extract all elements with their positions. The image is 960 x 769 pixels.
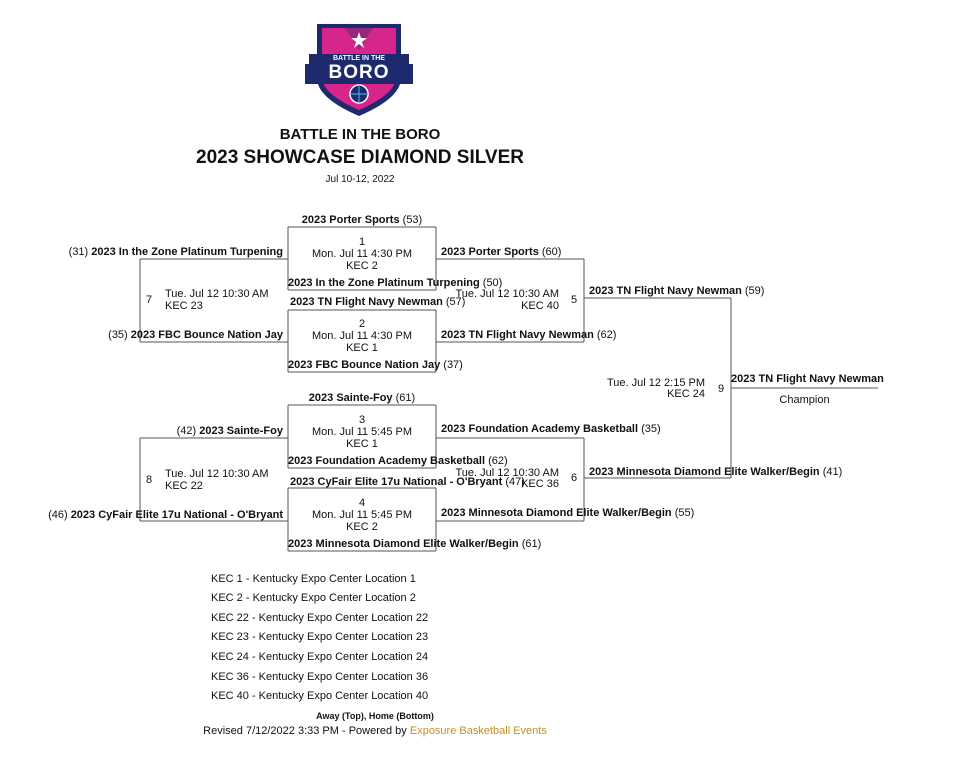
- game1-number: 1: [358, 236, 366, 248]
- game5-time: Tue. Jul 12 10:30 AM: [455, 288, 559, 300]
- game4-number: 4: [358, 497, 366, 509]
- legend-item: KEC 36 - Kentucky Expo Center Location 3…: [211, 671, 429, 683]
- game5-bottom-team[interactable]: 2023 TN Flight Navy Newman (62): [441, 329, 617, 341]
- exposure-link[interactable]: Exposure Basketball Events: [409, 725, 547, 737]
- game9-bottom-team[interactable]: 2023 Minnesota Diamond Elite Walker/Begi…: [589, 466, 843, 478]
- game7-top-team[interactable]: (31) 2023 In the Zone Platinum Turpening: [68, 246, 283, 258]
- game2-bottom-team[interactable]: 2023 FBC Bounce Nation Jay (37): [288, 359, 463, 371]
- game9-court: KEC 24: [667, 388, 705, 400]
- logo-line2: BORO: [328, 62, 390, 83]
- game9-number: 9: [718, 383, 725, 395]
- org-name: BATTLE IN THE BORO: [279, 126, 441, 143]
- game3-time: Mon. Jul 11 5:45 PM: [311, 426, 413, 438]
- game3-number: 3: [358, 414, 366, 426]
- game9-top-team[interactable]: 2023 TN Flight Navy Newman (59): [589, 285, 765, 297]
- revised-footer: Revised 7/12/2022 3:33 PM - Powered by E…: [203, 725, 547, 737]
- champion-team[interactable]: 2023 TN Flight Navy Newman: [731, 373, 884, 385]
- game4-top-team[interactable]: 2023 CyFair Elite 17u National - O'Bryan…: [290, 476, 525, 488]
- game3-court: KEC 1: [346, 438, 378, 450]
- game6-top-team[interactable]: 2023 Foundation Academy Basketball (35): [441, 423, 661, 435]
- logo-line1: BATTLE IN THE: [333, 55, 385, 62]
- legend-item: KEC 2 - Kentucky Expo Center Location 2: [211, 592, 416, 604]
- event-dates: Jul 10-12, 2022: [325, 174, 395, 185]
- game1-bottom-team[interactable]: 2023 In the Zone Platinum Turpening (50): [288, 277, 503, 289]
- legend-item: KEC 1 - Kentucky Expo Center Location 1: [211, 573, 416, 585]
- game1-top-team[interactable]: 2023 Porter Sports (53): [301, 214, 423, 226]
- game3-top-team[interactable]: 2023 Sainte-Foy (61): [308, 392, 416, 404]
- game5-top-team[interactable]: 2023 Porter Sports (60): [441, 246, 562, 258]
- game4-time: Mon. Jul 11 5:45 PM: [311, 509, 413, 521]
- game5-number: 5: [571, 294, 578, 306]
- game6-court: KEC 36: [521, 478, 559, 490]
- champion-label: Champion: [779, 394, 830, 406]
- game7-time: Tue. Jul 12 10:30 AM: [165, 288, 269, 300]
- game8-number: 8: [146, 474, 153, 486]
- page-title: 2023 SHOWCASE DIAMOND SILVER: [196, 147, 524, 168]
- legend-item: KEC 40 - Kentucky Expo Center Location 4…: [211, 690, 429, 702]
- legend-item: KEC 24 - Kentucky Expo Center Location 2…: [211, 651, 429, 663]
- game8-time: Tue. Jul 12 10:30 AM: [165, 468, 269, 480]
- game2-number: 2: [358, 318, 366, 330]
- game8-top-team[interactable]: (42) 2023 Sainte-Foy: [176, 425, 283, 437]
- game4-court: KEC 2: [346, 521, 378, 533]
- game7-bottom-team[interactable]: (35) 2023 FBC Bounce Nation Jay: [108, 329, 283, 341]
- game8-court: KEC 22: [165, 480, 203, 492]
- away-home-note: Away (Top), Home (Bottom): [316, 711, 434, 721]
- game3-bottom-team[interactable]: 2023 Foundation Academy Basketball (62): [288, 455, 508, 467]
- game2-time: Mon. Jul 11 4:30 PM: [311, 330, 413, 342]
- star-icon: [351, 32, 367, 48]
- game2-court: KEC 1: [346, 342, 378, 354]
- game1-court: KEC 2: [346, 260, 378, 272]
- game7-court: KEC 23: [165, 300, 203, 312]
- game9-time: Tue. Jul 12 2:15 PM: [606, 377, 705, 389]
- legend-item: KEC 23 - Kentucky Expo Center Location 2…: [211, 631, 429, 643]
- game6-time: Tue. Jul 12 10:30 AM: [455, 467, 559, 479]
- battle-in-the-boro-logo: [305, 24, 413, 116]
- game4-bottom-team[interactable]: 2023 Minnesota Diamond Elite Walker/Begi…: [288, 538, 542, 550]
- game1-time: Mon. Jul 11 4:30 PM: [311, 248, 413, 260]
- game8-bottom-team[interactable]: (46) 2023 CyFair Elite 17u National - O'…: [48, 509, 283, 521]
- game7-number: 7: [146, 294, 153, 306]
- game2-top-team[interactable]: 2023 TN Flight Navy Newman (57): [290, 296, 466, 308]
- legend-item: KEC 22 - Kentucky Expo Center Location 2…: [211, 612, 429, 624]
- game6-number: 6: [571, 472, 578, 484]
- game6-bottom-team[interactable]: 2023 Minnesota Diamond Elite Walker/Begi…: [441, 507, 695, 519]
- game5-court: KEC 40: [521, 300, 559, 312]
